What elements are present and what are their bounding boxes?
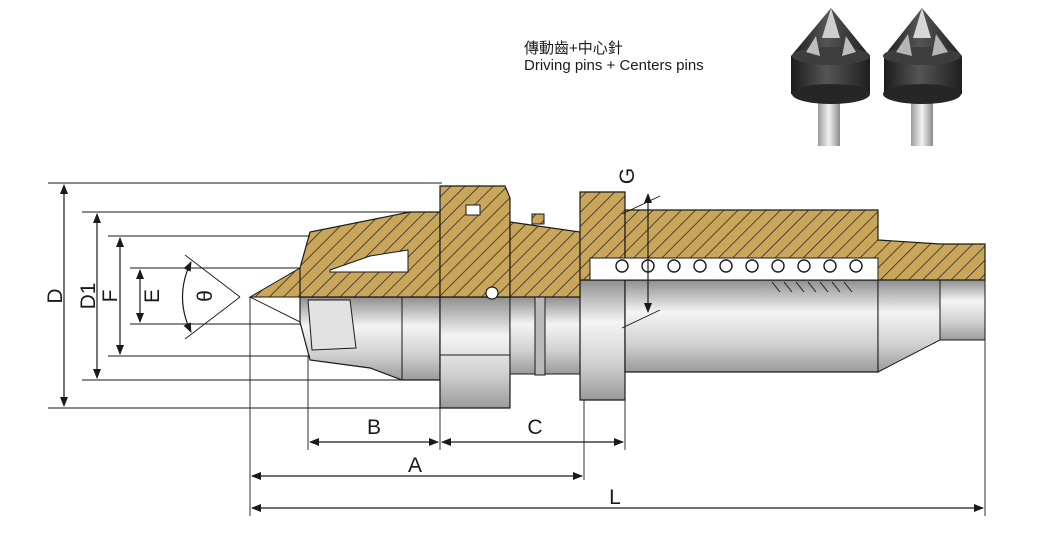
- dimension-arrows: [60, 184, 984, 512]
- caption-chinese: 傳動齒+中心針: [524, 40, 623, 57]
- exterior-view: [249, 279, 986, 409]
- dimension-labels: D D1 F E θ G B C A L: [44, 168, 639, 509]
- center-pin-photo: [883, 8, 962, 146]
- dim-label-b: B: [367, 416, 381, 439]
- dim-label-a: A: [408, 454, 422, 477]
- dim-label-f: F: [99, 290, 122, 303]
- dim-label-d1: D1: [77, 283, 100, 310]
- dim-label-theta: θ: [194, 290, 217, 302]
- caption-english: Driving pins + Centers pins: [524, 57, 704, 74]
- dim-label-c: C: [527, 416, 542, 439]
- dim-label-l: L: [609, 486, 621, 509]
- extension-lines: [48, 182, 986, 516]
- dim-label-g: G: [616, 168, 639, 184]
- dim-label-d: D: [44, 288, 67, 303]
- dim-label-e: E: [141, 289, 164, 303]
- driving-pins-photo: [791, 8, 870, 146]
- cross-section: [248, 185, 986, 300]
- product-caption: 傳動齒+中心針 Driving pins + Centers pins: [524, 40, 704, 74]
